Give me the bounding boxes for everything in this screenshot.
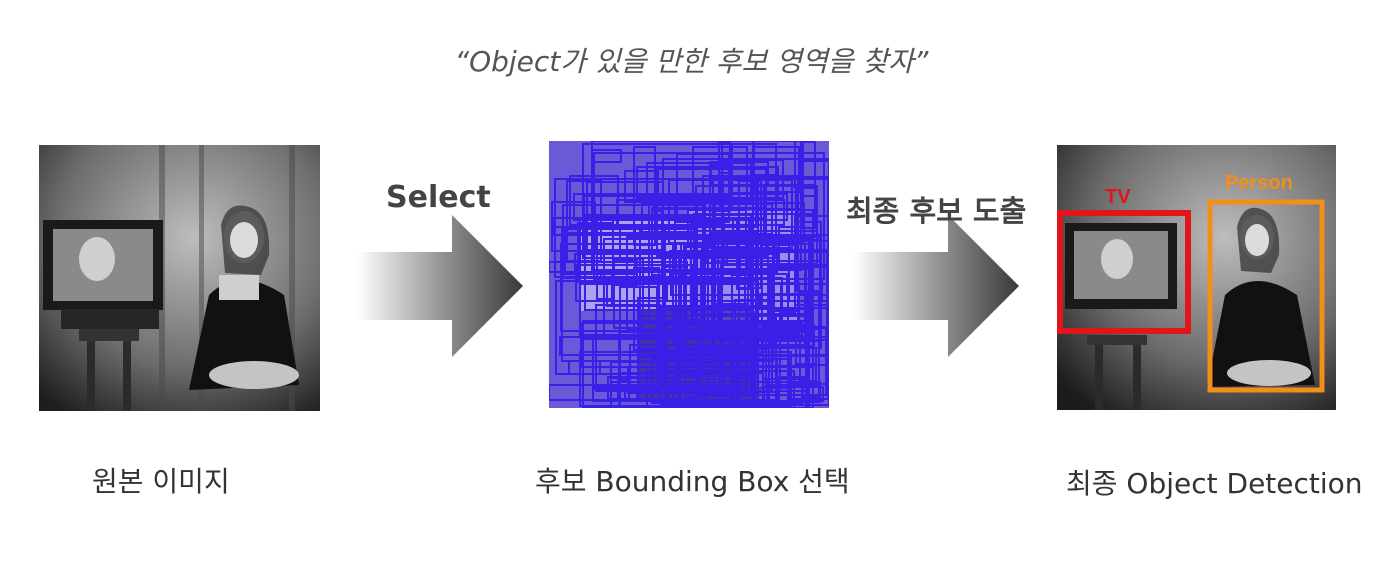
proposal-box [795, 329, 810, 365]
proposal-box [613, 258, 644, 329]
detection-label-tv: TV [1105, 186, 1131, 208]
original-photo-illustration [39, 145, 320, 411]
headline-quote: “Object가 있을 만한 후보 영역을 찾자” [454, 45, 929, 78]
proposal-box [770, 266, 828, 328]
proposal-box [748, 324, 815, 347]
step-label-select: Select [386, 180, 491, 215]
proposal-box [800, 160, 829, 180]
caption-candidate-boxes: 후보 Bounding Box 선택 [535, 465, 850, 498]
proposal-box [573, 193, 788, 221]
proposal-box [772, 282, 800, 312]
proposal-box [675, 242, 758, 367]
arrow-select [357, 215, 523, 357]
caption-original-image: 원본 이미지 [92, 465, 230, 498]
step-label-final-candidates: 최종 후보 도출 [846, 194, 1027, 228]
proposal-box [584, 214, 752, 311]
final-detection-illustration: TV Person [1057, 145, 1336, 410]
proposal-box [636, 166, 779, 199]
proposal-box [569, 175, 619, 226]
proposal-box [731, 274, 752, 379]
proposal-box [801, 184, 816, 197]
proposal-box [612, 260, 638, 286]
proposal-box [709, 203, 773, 235]
proposal-box [779, 307, 808, 392]
proposal-box [692, 268, 807, 322]
proposal-box [670, 273, 788, 296]
proposal-box [802, 385, 820, 398]
proposal-box [659, 370, 699, 388]
detection-box-person [1207, 199, 1325, 393]
proposal-box [579, 351, 792, 407]
candidate-boxes-image [549, 141, 829, 408]
proposal-box [619, 372, 764, 408]
arrow-final-candidates [853, 215, 1019, 357]
proposal-box [788, 240, 829, 302]
proposal-box [656, 168, 767, 257]
proposal-box [738, 372, 753, 408]
detection-label-person: Person [1225, 172, 1293, 194]
proposal-box [554, 226, 724, 278]
original-image [39, 145, 320, 411]
final-detection-image: TV Person [1057, 145, 1336, 410]
proposal-box [753, 146, 800, 193]
proposal-box [695, 185, 818, 232]
proposal-boxes-illustration [549, 141, 829, 408]
caption-final-detection: 최종 Object Detection [1066, 467, 1363, 500]
detection-box-tv [1057, 210, 1191, 334]
proposal-box [712, 176, 829, 251]
proposal-box [582, 143, 777, 259]
